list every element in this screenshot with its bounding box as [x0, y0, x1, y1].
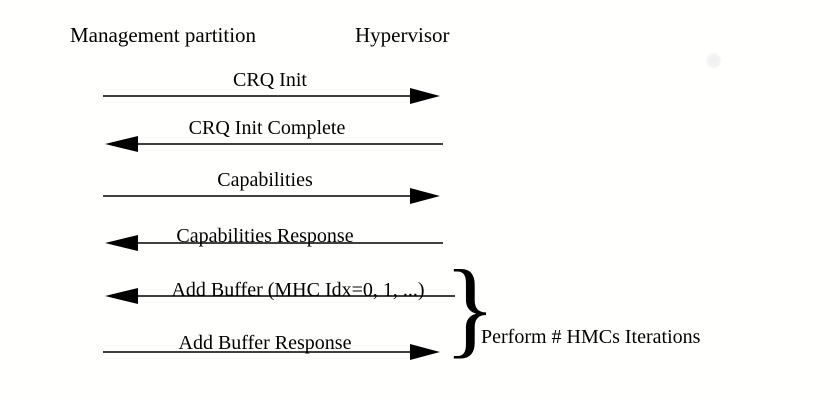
message-arrow-crq-init — [103, 87, 443, 105]
message-label-crq-init: CRQ Init — [233, 69, 307, 91]
message-arrow-capabilities — [103, 187, 443, 205]
message-arrow-add-buffer-response — [103, 343, 443, 361]
lifeline-label-hypervisor: Hypervisor — [355, 23, 450, 47]
message-arrow-capabilities-response — [103, 234, 443, 252]
message-label-add-buffer: Add Buffer (MHC Idx=0, 1, ...) — [171, 279, 425, 301]
message-arrow-crq-init-complete — [103, 135, 443, 153]
watermark-dot-icon — [706, 53, 721, 68]
message-label-crq-init-complete: CRQ Init Complete — [188, 117, 346, 139]
message-label-capabilities-response: Capabilities Response — [176, 225, 354, 247]
group-annotation-label: Perform # HMCs Iterations — [481, 326, 701, 348]
message-label-add-buffer-response: Add Buffer Response — [178, 332, 352, 354]
lifeline-label-management-partition: Management partition — [70, 23, 257, 47]
message-label-capabilities: Capabilities — [217, 169, 313, 191]
message-arrow-add-buffer — [103, 287, 455, 305]
group-brace-icon: } — [444, 249, 496, 368]
